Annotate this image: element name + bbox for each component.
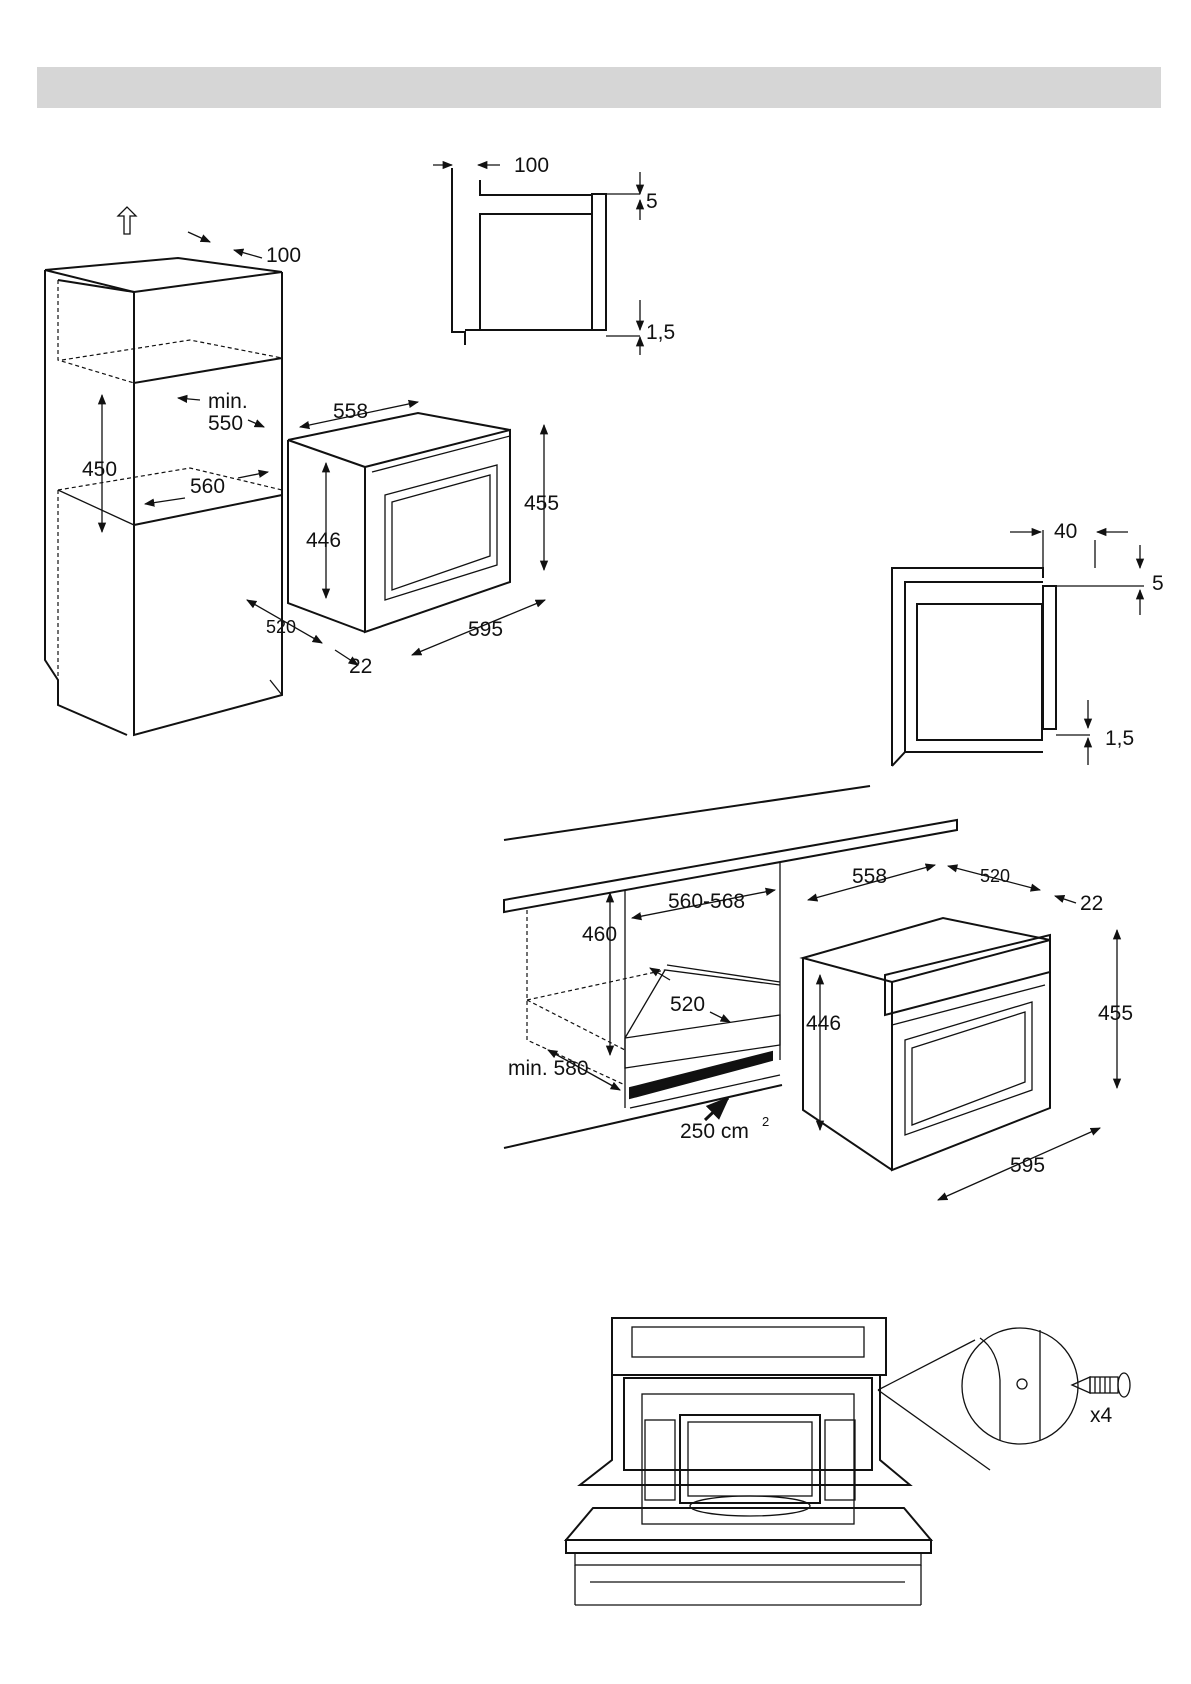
column-min-depth-label: 550 [208,412,243,435]
column-oven-width-label: 558 [333,400,368,423]
column-oven-depth-label: 520 [266,617,296,637]
right-section-detail: 40 5 1,5 [891,520,1164,767]
header-bar [37,67,1161,108]
upper-gap-bottom-label: 1,5 [646,321,675,344]
under-min-depth-label: min. 580 [508,1057,589,1080]
upper-gap-top-label: 5 [646,190,658,213]
under-front-width-label: 595 [1010,1154,1045,1177]
under-oven-depth-label: 520 [980,866,1010,886]
screw-count-label: x4 [1090,1404,1113,1427]
column-oven-height-label: 455 [524,492,559,515]
under-niche-width-label: 560-568 [668,890,745,913]
column-niche-height-label: 450 [82,458,117,481]
under-oven-inner-height-label: 446 [806,1012,841,1035]
column-oven: 558 446 455 520 22 595 [246,399,559,678]
column-niche-width-label: 560 [190,475,225,498]
column-cabinet: 100 450 min. 550 560 [44,206,301,737]
under-niche-height-label: 460 [582,923,617,946]
column-front-width-label: 595 [468,618,503,641]
upper-section-detail: 100 5 1,5 [433,154,675,355]
column-oven-inner-height-label: 446 [306,529,341,552]
under-shelf-depth-label: 520 [670,993,705,1016]
screw-icon [1070,1372,1131,1398]
under-vent-area-sup: 2 [762,1114,769,1129]
right-gap-top-label: 5 [1152,572,1164,595]
under-front-depth-label: 22 [1080,892,1103,915]
right-gap-bottom-label: 1,5 [1105,727,1134,750]
under-vent-area-label: 250 cm [680,1120,749,1143]
ventilation-arrow-icon [116,206,138,235]
column-front-depth-label: 22 [349,655,372,678]
under-counter-install: 560-568 460 520 min. 580 250 cm 2 558 52… [503,785,1133,1201]
under-oven-height-label: 455 [1098,1002,1133,1025]
right-vent-label: 40 [1054,520,1077,543]
under-oven-width-label: 558 [852,865,887,888]
column-min-label: min. [208,390,248,413]
fixing-front-view: x4 [563,1317,1131,1606]
column-vent-label: 100 [266,244,301,267]
upper-vent-label: 100 [514,154,549,177]
